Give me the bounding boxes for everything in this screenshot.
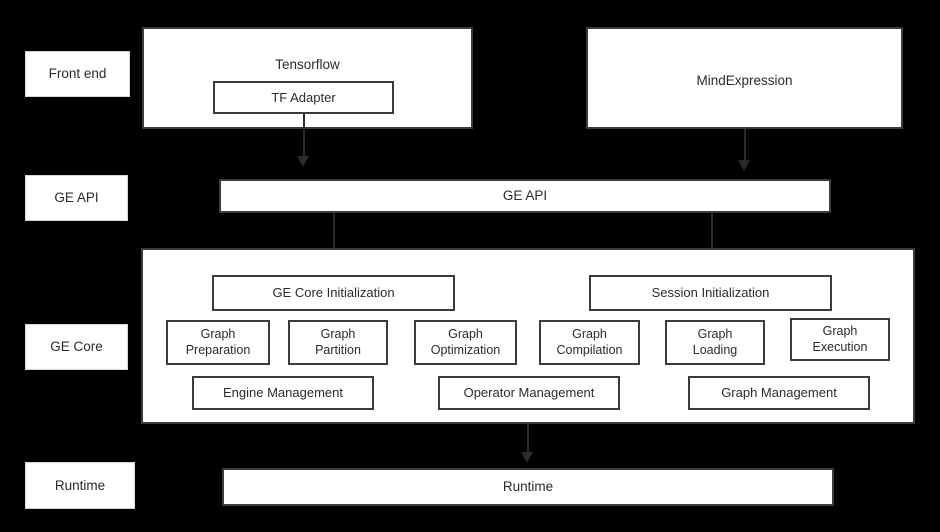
ge-core-initialization-box[interactable]: GE Core Initialization — [212, 275, 455, 311]
runtime-bar[interactable]: Runtime — [222, 468, 834, 506]
graph-loading-line1: Graph — [697, 327, 733, 342]
tf-adapter-label: TF Adapter — [271, 89, 336, 105]
graph-management-label: Graph Management — [721, 385, 837, 401]
graph-preparation-line1: Graph — [200, 327, 236, 342]
connector-tfadapter-geapi — [303, 114, 305, 160]
graph-optimization-line1: Graph — [448, 327, 483, 342]
graph-partition-box[interactable]: Graph Partition — [288, 320, 388, 365]
graph-compilation-line2: Compilation — [556, 342, 623, 357]
ge-api-bar[interactable]: GE API — [219, 179, 831, 213]
graph-preparation-line2: Preparation — [185, 342, 251, 357]
operator-management-box[interactable]: Operator Management — [438, 376, 620, 410]
graph-preparation-box[interactable]: Graph Preparation — [166, 320, 270, 365]
layer-label-ge-api: GE API — [25, 175, 128, 221]
tf-adapter-box[interactable]: TF Adapter — [213, 81, 394, 114]
graph-compilation-box[interactable]: Graph Compilation — [539, 320, 640, 365]
graph-loading-line2: Loading — [692, 342, 738, 357]
session-initialization-box[interactable]: Session Initialization — [589, 275, 832, 311]
engine-management-box[interactable]: Engine Management — [192, 376, 374, 410]
layer-label-runtime: Runtime — [25, 462, 135, 509]
layer-label-front-end: Front end — [25, 51, 130, 97]
connector-geapi-sessioninit — [711, 213, 713, 261]
ge-api-bar-label: GE API — [502, 188, 548, 204]
arrowhead-mindexpression-geapi — [738, 160, 750, 171]
layer-label-front-end-text: Front end — [48, 66, 107, 82]
graph-execution-line2: Execution — [812, 339, 868, 354]
ge-core-initialization-label: GE Core Initialization — [272, 285, 395, 301]
graph-optimization-box[interactable]: Graph Optimization — [414, 320, 517, 365]
arrowhead-tfadapter-geapi — [297, 156, 309, 167]
engine-management-label: Engine Management — [223, 385, 343, 401]
operator-management-label: Operator Management — [463, 385, 595, 401]
graph-execution-line1: Graph — [822, 324, 858, 339]
layer-label-ge-api-text: GE API — [54, 190, 99, 206]
arrowhead-gecore-runtime — [521, 452, 533, 463]
graph-loading-box[interactable]: Graph Loading — [665, 320, 765, 365]
session-initialization-label: Session Initialization — [651, 285, 770, 301]
graph-partition-line1: Graph — [320, 327, 356, 342]
graph-execution-box[interactable]: Graph Execution — [790, 318, 890, 361]
mindexpression-title: MindExpression — [696, 73, 793, 88]
connector-geapi-gecoreinit — [333, 213, 335, 261]
graph-management-box[interactable]: Graph Management — [688, 376, 870, 410]
connector-gecore-runtime — [527, 424, 529, 456]
connector-mindexpression-geapi — [744, 129, 746, 164]
layer-label-ge-core: GE Core — [25, 324, 128, 370]
layer-label-ge-core-text: GE Core — [50, 339, 103, 355]
tensorflow-title: Tensorflow — [275, 57, 340, 72]
graph-optimization-line2: Optimization — [430, 342, 501, 357]
runtime-bar-label: Runtime — [502, 479, 554, 495]
mindexpression-group: MindExpression — [586, 27, 903, 129]
layer-label-runtime-text: Runtime — [54, 477, 106, 493]
graph-partition-line2: Partition — [315, 342, 361, 357]
graph-compilation-line1: Graph — [572, 327, 607, 342]
